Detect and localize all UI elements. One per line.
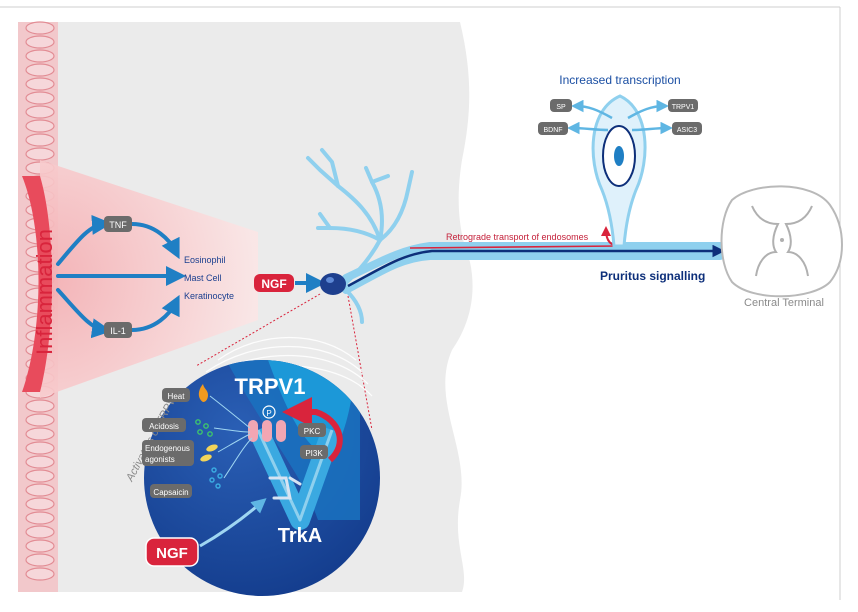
skin-cell [25, 469, 55, 483]
pkc-box [298, 423, 326, 437]
tnf-label: TNF [109, 220, 127, 230]
pkc-pi3k-arrow [282, 397, 343, 463]
skin-cell [25, 427, 55, 441]
skin-cell [25, 483, 55, 497]
central-terminal-label: Central Terminal [744, 297, 824, 309]
trpv1-channel [248, 405, 286, 442]
trpv1-small-box [668, 99, 698, 112]
ngf-bottom-label: NGF [156, 545, 188, 562]
asic3-box [672, 122, 702, 135]
sp-label: SP [556, 104, 566, 111]
il1-label: IL-1 [110, 326, 126, 336]
pi3k-box [300, 445, 328, 459]
endogenous-label: Endogenous [145, 444, 190, 453]
trpv1-small-label: TRPV1 [672, 104, 695, 111]
bdnf-box [538, 122, 568, 135]
ngf-top-box [254, 274, 294, 292]
mast-cell-label: Mast Cell [184, 273, 222, 283]
inflammation-label: Inflammation [32, 229, 57, 355]
heat-box [162, 388, 190, 402]
zoom-guides [195, 293, 373, 431]
skin-cell [25, 49, 55, 63]
axon [342, 226, 725, 294]
eosinophil-label: Eosinophil [184, 255, 226, 265]
ngf-top-label: NGF [261, 277, 286, 291]
skin-cell [25, 455, 55, 469]
capsaicin-label: Capsaicin [153, 488, 188, 497]
skin-cell [25, 77, 55, 91]
drg-cell [591, 94, 647, 248]
capsaicin-molecule-icon [209, 467, 223, 489]
ngf-bottom-arrow [199, 498, 267, 548]
trka-label: TrkA [278, 525, 322, 547]
trka-receptor [268, 476, 302, 500]
skin-cell [25, 105, 55, 119]
keratinocyte-label: Keratinocyte [184, 291, 234, 301]
inflammation-core [22, 176, 52, 392]
nerve-ending [320, 273, 346, 295]
flame-icon [198, 384, 208, 402]
tnf-box [104, 216, 132, 232]
skin-cell [25, 511, 55, 525]
pkc-label: PKC [304, 427, 321, 436]
skin-cell [25, 525, 55, 539]
skin-cell [25, 91, 55, 105]
skin-cell [25, 539, 55, 553]
skin-cell [25, 413, 55, 427]
pi3k-label: PI3K [305, 449, 323, 458]
cytokine-arrows [56, 214, 186, 339]
retrograde-label: Retrograde transport of endosomes [446, 232, 589, 242]
endogenous-box [142, 440, 194, 466]
skin-cell [25, 133, 55, 147]
skin-cell [25, 441, 55, 455]
skin-cell [25, 63, 55, 77]
ngf-bottom-box [145, 537, 199, 567]
spinal-cord [720, 185, 843, 298]
skin-cell [25, 147, 55, 161]
heat-label: Heat [168, 392, 186, 401]
pruritus-label: Pruritus signalling [600, 269, 705, 283]
il1-box [104, 322, 132, 338]
skin-cell [25, 567, 55, 581]
acidosis-label: Acidosis [149, 422, 179, 431]
agonists-label: agonists [145, 455, 175, 464]
trpv1-big-label: TRPV1 [235, 374, 306, 399]
bdnf-label: BDNF [543, 127, 562, 134]
skin-cell [25, 35, 55, 49]
transcription-arrows [567, 99, 673, 135]
sp-box [550, 99, 572, 112]
skin-cell-layer [18, 21, 58, 592]
asic3-label: ASIC3 [677, 127, 697, 134]
skin-cell [25, 119, 55, 133]
increased-transcription-label: Increased transcription [559, 73, 680, 87]
activator-rays [209, 395, 253, 479]
acid-bubbles-icon [195, 419, 213, 437]
capsaicin-box [150, 484, 192, 498]
lipid-icon [200, 444, 218, 462]
p-marker: P [266, 409, 271, 418]
skin-cell [25, 497, 55, 511]
skin-cell [25, 399, 55, 413]
acidosis-box [142, 418, 186, 432]
skin-cell [25, 21, 55, 35]
nerve-ending-highlight [326, 277, 334, 283]
skin-cell [25, 553, 55, 567]
